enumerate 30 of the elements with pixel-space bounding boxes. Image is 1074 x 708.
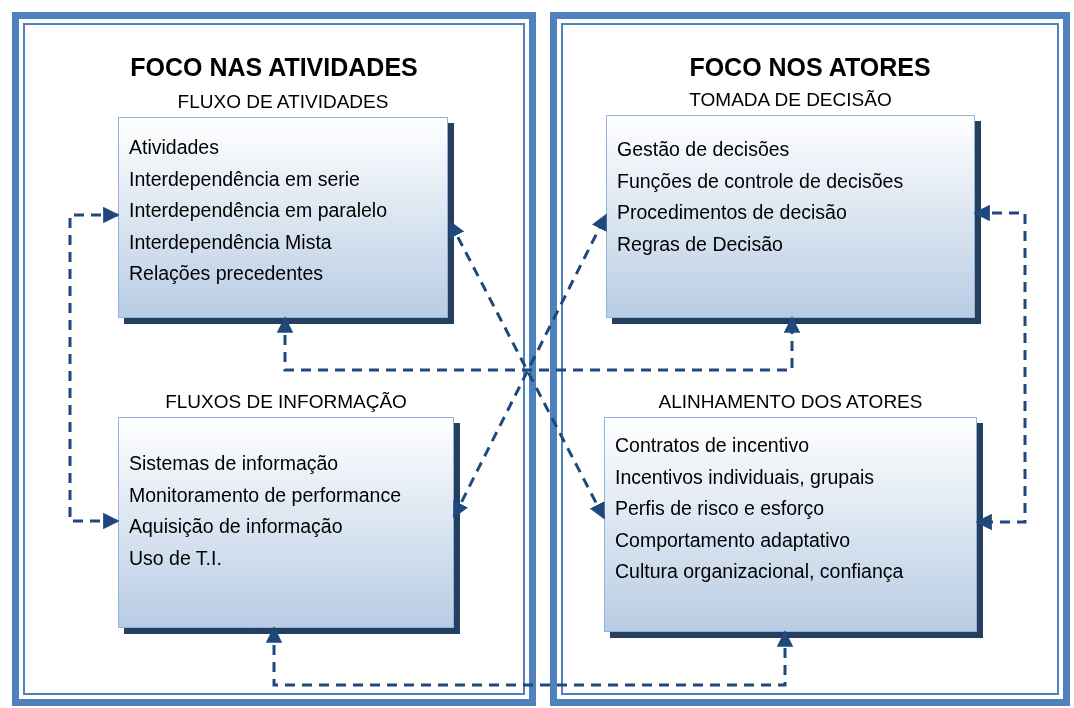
dashed-arrow [68,206,120,530]
list-item: Sistemas de informação [129,451,340,476]
list-item: Procedimentos de decisão [617,200,848,225]
dashed-arrow [973,204,1027,531]
panel-title: FOCO NAS ATIVIDADES [129,53,419,82]
list-item: Cultura organizacional, confiança [615,559,905,584]
list-item: Interdependência em serie [129,166,361,192]
list-item: Monitoramento de performance [129,482,403,508]
list-item: Aquisição de informação [129,514,344,539]
list-item: Comportamento adaptativo [615,527,852,553]
list-item: Interdependência em paralelo [129,198,388,223]
list-item: Incentivos individuais, grupais [615,464,876,490]
box-heading: ALINHAMENTO DOS ATORES [657,391,924,413]
dashed-arrow [265,626,794,687]
panel-frame [12,12,536,706]
list-item: Atividades [129,135,220,160]
list-item: Regras de Decisão [617,231,784,257]
list-item: Funções de controle de decisões [617,168,905,194]
dashed-arrow [276,316,801,372]
list-item: Gestão de decisões [617,137,791,162]
list-item: Perfis de risco e esforço [615,496,826,521]
box-heading: TOMADA DE DECISÃO [688,89,893,111]
box-heading: FLUXO DE ATIVIDADES [176,91,390,113]
panel-title: FOCO NOS ATORES [688,53,932,82]
list-item: Relações precedentes [129,261,325,286]
list-item: Uso de T.I. [129,545,223,571]
list-item: Contratos de incentivo [615,433,811,458]
list-item: Interdependência Mista [129,229,333,255]
box-heading: FLUXOS DE INFORMAÇÃO [164,391,408,413]
panel-frame [550,12,1070,706]
